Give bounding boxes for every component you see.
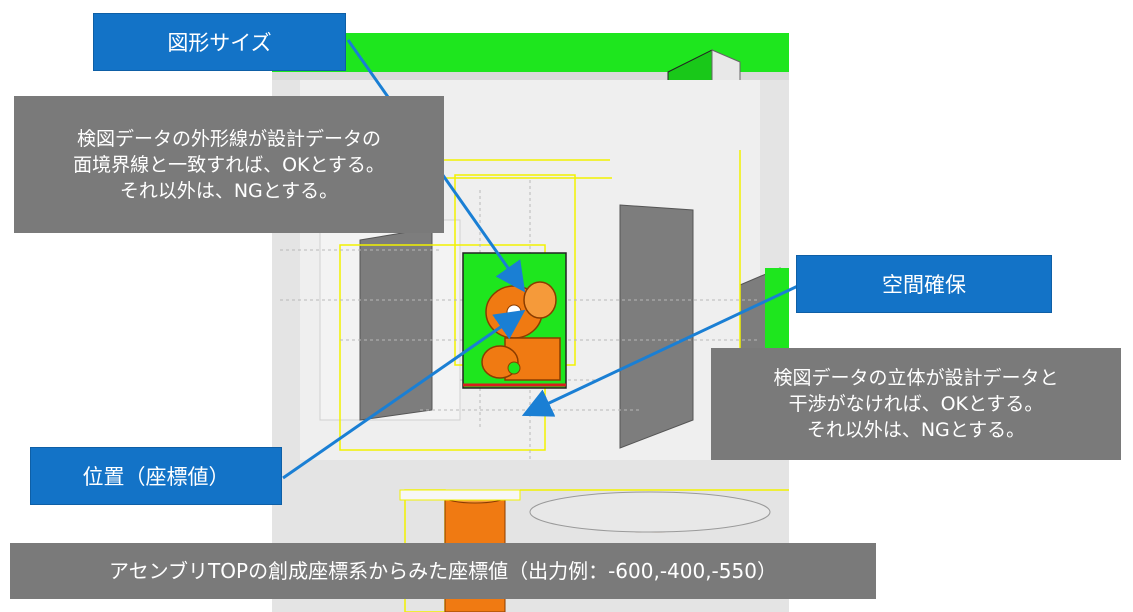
position-arrow <box>282 309 526 480</box>
coordinate-note: アセンブリTOPの創成座標系からみた座標値（出力例：-600,-400,-550… <box>10 543 876 599</box>
right-plate <box>619 204 694 449</box>
space-check-note: 検図データの立体が設計データと 干渉がなければ、OKとする。 それ以外は、NGと… <box>711 348 1121 460</box>
shape-size-label: 図形サイズ <box>93 13 346 71</box>
shape-note-line-1: 検図データの外形線が設計データの <box>76 127 381 150</box>
space-note-line-1: 検図データの立体が設計データと <box>773 367 1059 389</box>
shape-note-line-2: 面境界線と一致すれば、OKとする。 <box>73 153 385 176</box>
space-label: 空間確保 <box>796 255 1052 313</box>
left-plate <box>359 227 433 421</box>
space-note-line-3: それ以外は、NGとする。 <box>806 419 1026 441</box>
space-note-line-2: 干渉がなければ、OKとする。 <box>788 393 1044 415</box>
space-arrow <box>521 283 801 417</box>
shape-check-note: 検図データの外形線が設計データの 面境界線と一致すれば、OKとする。 それ以外は… <box>14 96 444 233</box>
top-green-beam <box>272 33 789 72</box>
position-label: 位置（座標値） <box>30 447 282 505</box>
shape-note-line-3: それ以外は、NGとする。 <box>119 179 339 202</box>
